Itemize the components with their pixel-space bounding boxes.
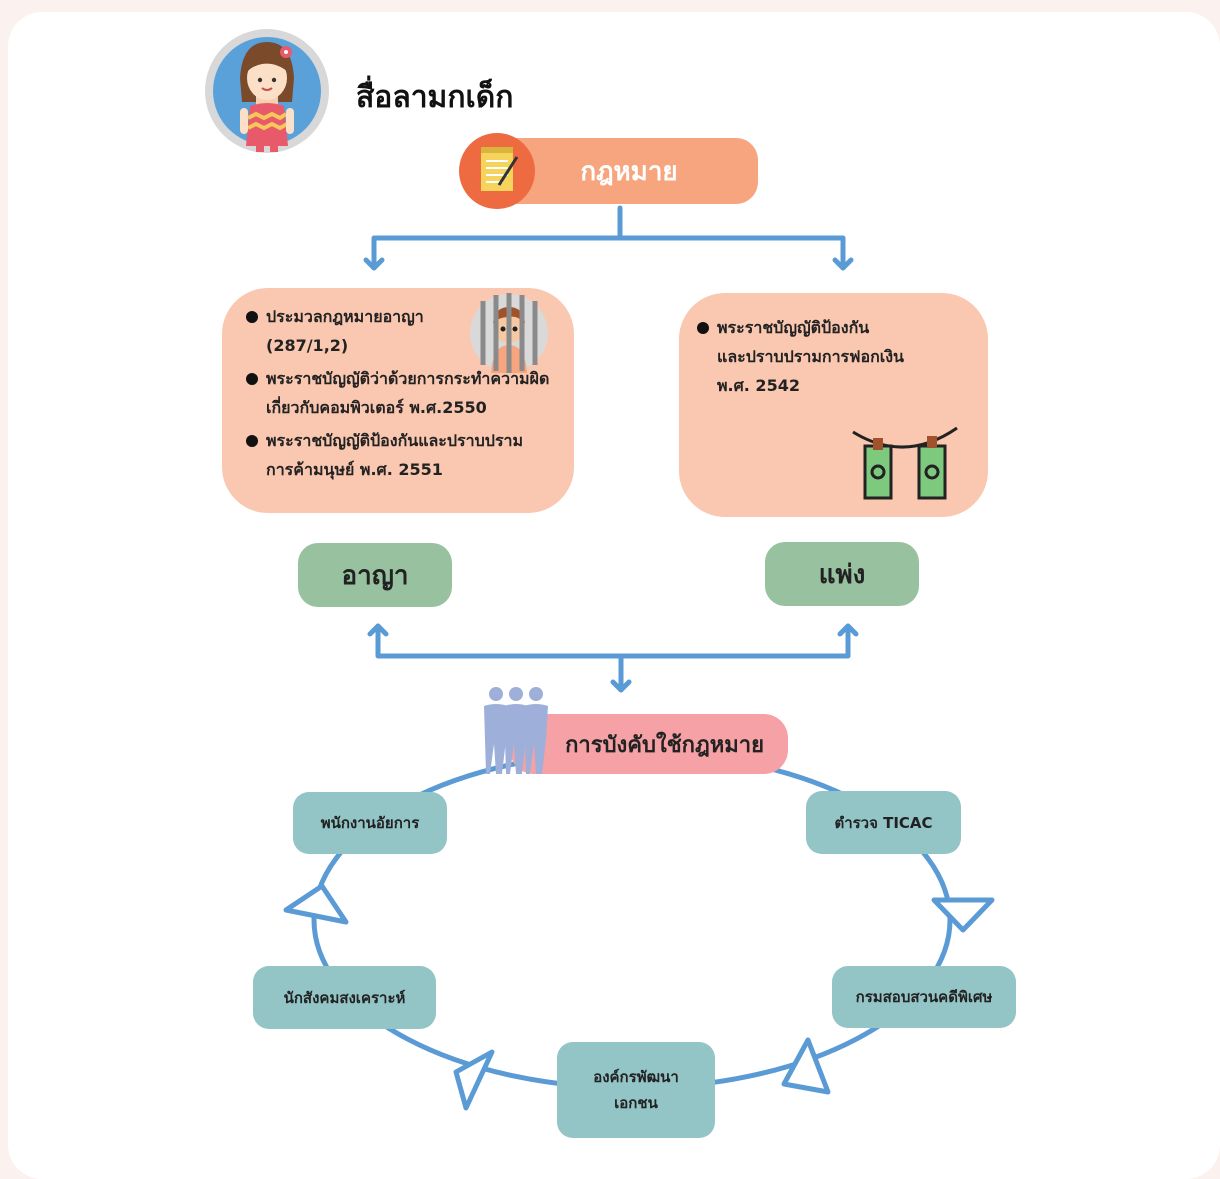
people-group-icon	[482, 684, 550, 776]
criminal-label: อาญา	[341, 560, 409, 591]
node-label: องค์กรพัฒนา	[593, 1068, 679, 1086]
enforcement-pill: การบังคับใช้กฎหมาย	[510, 714, 788, 774]
list-item: พระราชบัญญัติป้องกัน และปราบปรามการฟอกเง…	[697, 313, 968, 400]
page-title: สื่อลามกเด็ก	[356, 80, 514, 115]
node-police: ตำรวจ TICAC	[806, 791, 961, 854]
list-item-line: เกี่ยวกับคอมพิวเตอร์ พ.ศ.2550	[266, 398, 487, 417]
list-item-line: ประมวลกฎหมายอาญา	[266, 307, 424, 326]
node-label: กรมสอบสวนคดีพิเศษ	[855, 988, 993, 1006]
list-item-line: (287/1,2)	[266, 336, 349, 355]
background-card	[8, 12, 1220, 1179]
node-label: พนักงานอัยการ	[320, 814, 420, 832]
list-item-line: พ.ศ. 2542	[717, 376, 800, 395]
bullet-dot	[246, 311, 258, 323]
civil-label: แพ่ง	[818, 559, 866, 590]
law-label: กฎหมาย	[580, 156, 678, 187]
list-item-line: การค้ามนุษย์ พ.ศ. 2551	[266, 460, 443, 479]
girl-avatar-icon	[204, 28, 330, 154]
node-label: ตำรวจ TICAC	[834, 813, 933, 832]
list-item: ประมวลกฎหมายอาญา (287/1,2)	[246, 302, 550, 360]
enforcement-label: การบังคับใช้กฎหมาย	[565, 732, 764, 758]
criminal-label-pill: อาญา	[298, 543, 452, 607]
node-ngo: องค์กรพัฒนา เอกชน	[557, 1042, 715, 1138]
bullet-dot	[246, 435, 258, 447]
node-label: นักสังคมสงเคราะห์	[283, 988, 406, 1007]
list-item: พระราชบัญญัติป้องกันและปราบปราม การค้ามน…	[246, 426, 550, 484]
civil-label-pill: แพ่ง	[765, 542, 919, 606]
document-pen-icon	[459, 133, 535, 209]
bullet-dot	[246, 373, 258, 385]
node-dsi: กรมสอบสวนคดีพิเศษ	[832, 966, 1016, 1028]
money-laundering-icon	[849, 424, 961, 500]
list-item-line: พระราชบัญญัติว่าด้วยการกระทำความผิด	[266, 369, 550, 388]
list-item-line: และปราบปรามการฟอกเงิน	[717, 347, 904, 366]
bullet-dot	[697, 322, 709, 334]
node-social-worker: นักสังคมสงเคราะห์	[253, 966, 436, 1029]
list-item-line: พระราชบัญญัติป้องกัน	[717, 318, 870, 337]
list-item-line: พระราชบัญญัติป้องกันและปราบปราม	[266, 431, 524, 450]
node-label: เอกชน	[614, 1094, 658, 1112]
node-prosecutor: พนักงานอัยการ	[293, 792, 447, 854]
prisoner-icon	[469, 293, 549, 373]
list-item: พระราชบัญญัติว่าด้วยการกระทำความผิด เกี่…	[246, 364, 550, 422]
